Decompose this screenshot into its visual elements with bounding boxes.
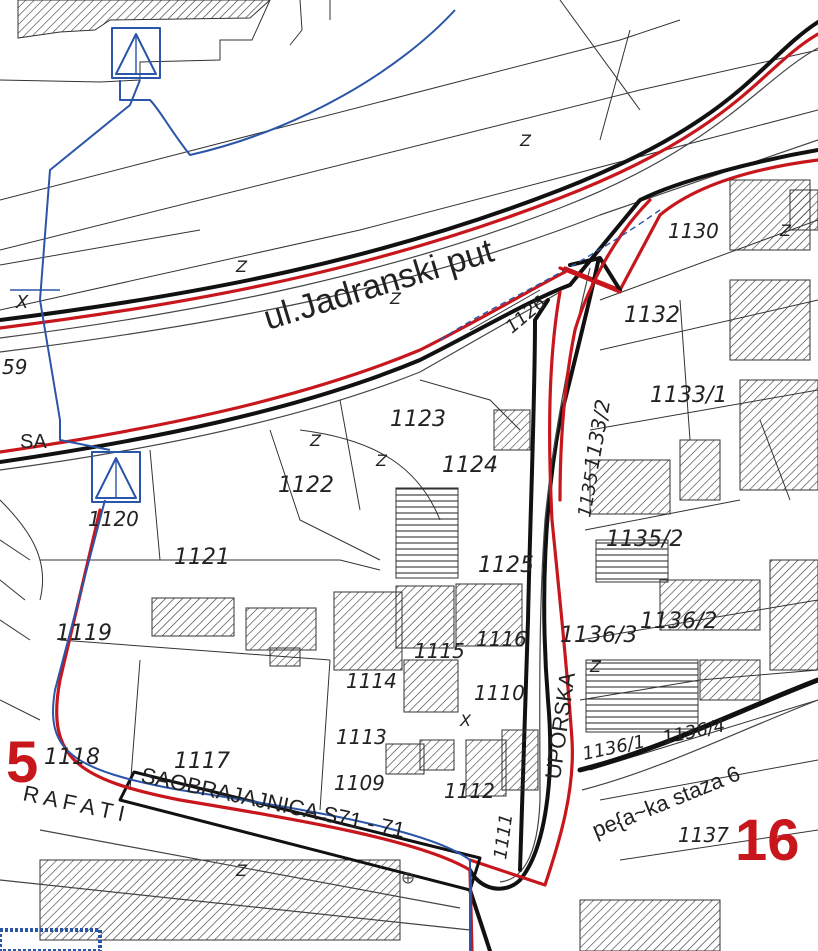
z-marker: Z (235, 257, 248, 276)
parcel-label: 1119 (56, 621, 112, 646)
x-marker: X (15, 292, 29, 313)
parcel-label: 59 (2, 355, 27, 379)
building-top-left (0, 0, 303, 83)
street-label-uporska: UPORSKA (540, 670, 580, 780)
parcel-label: 1136/1 (581, 731, 647, 765)
zone-number-right: 16 (735, 808, 800, 873)
utility-lines-blue (0, 9, 661, 951)
z-marker: Z (309, 431, 322, 450)
z-marker: Z (235, 861, 248, 880)
access-road-box (0, 770, 492, 951)
z-marker: Z (389, 289, 402, 308)
parcel-label: 1126 (502, 292, 551, 338)
road-jadranski-put (0, 20, 818, 353)
regulation-line-red (55, 508, 474, 951)
parcel-label: 1109 (334, 771, 385, 795)
parcel-label: 1113 (336, 725, 387, 749)
red-connector (558, 266, 622, 294)
parcel-label: 1111 (490, 812, 517, 860)
parcel-label: 1133/1 (650, 383, 727, 408)
z-marker: Z (779, 221, 792, 240)
parcel-label: 1114 (346, 669, 397, 693)
parcel-label: 1136/3 (560, 623, 637, 648)
parcel-label: 1136/4 (661, 715, 727, 749)
parcel-label: 1116 (476, 627, 527, 651)
parcel-label: 1125 (478, 553, 534, 578)
parcel-label: 1120 (88, 507, 139, 531)
parcel-label: 1135/2 (606, 527, 683, 552)
parcel-label: 1136/2 (640, 609, 717, 634)
parcel-label: 1121 (174, 545, 230, 570)
x-marker: X (459, 711, 472, 730)
parcel-label: 1110 (474, 681, 525, 705)
parcel-label: 1115 (414, 639, 465, 663)
parcel-label: 1122 (278, 473, 334, 498)
parcel-label: 1124 (442, 453, 498, 478)
parcel-label: 1133/2 (579, 397, 615, 470)
street-label-sa: SA (20, 431, 47, 453)
parcel-label: 1123 (390, 407, 446, 432)
parcel-label: 1135 (574, 470, 603, 519)
parcel-label: 1137 (678, 823, 729, 847)
parcel-label: 1112 (444, 779, 495, 803)
street-label-main: ul.Jadranski put (259, 232, 498, 338)
parcel-label: 1117 (174, 749, 230, 774)
road-lower-edge (0, 148, 818, 471)
parcel-lines-top (0, 0, 818, 311)
footpath (577, 677, 818, 791)
buildings (39, 179, 818, 951)
z-marker: Z (375, 451, 388, 470)
street-uporska (468, 198, 652, 891)
parcel-label: 1118 (44, 745, 100, 770)
z-marker: Z (589, 657, 602, 676)
zone-number-left: 5 (6, 730, 38, 795)
parcel-label: 1132 (624, 303, 680, 328)
parcel-label: 1130 (668, 219, 719, 243)
z-marker: Z (519, 131, 532, 150)
